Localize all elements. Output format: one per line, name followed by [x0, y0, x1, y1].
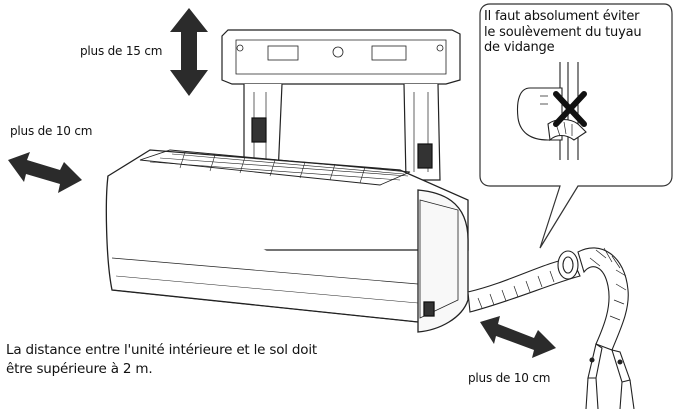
drain-pipe — [467, 247, 635, 410]
mounting-plate — [221, 29, 461, 181]
indoor-unit — [105, 149, 469, 333]
callout-line: Il faut absolument éviter — [484, 9, 640, 24]
clearance-left-label: plus de 10 cm — [10, 124, 93, 138]
floor-distance-note: La distance entre l'unité intérieure et … — [6, 342, 317, 377]
clearance-arrow-left — [8, 152, 82, 193]
callout-bubble — [479, 3, 673, 249]
prohibited-cross-icon — [553, 91, 587, 127]
clearance-arrow-top — [170, 8, 208, 96]
callout-line: le soulèvement du tuyau — [484, 24, 642, 40]
callout-text: Il faut absolument éviter le soulèvement… — [484, 9, 673, 56]
clearance-right-label: plus de 10 cm — [468, 371, 551, 385]
callout-line: de vidange — [484, 40, 555, 55]
clearance-top-label: plus de 15 cm — [80, 44, 163, 58]
clearance-arrow-right — [480, 316, 556, 358]
